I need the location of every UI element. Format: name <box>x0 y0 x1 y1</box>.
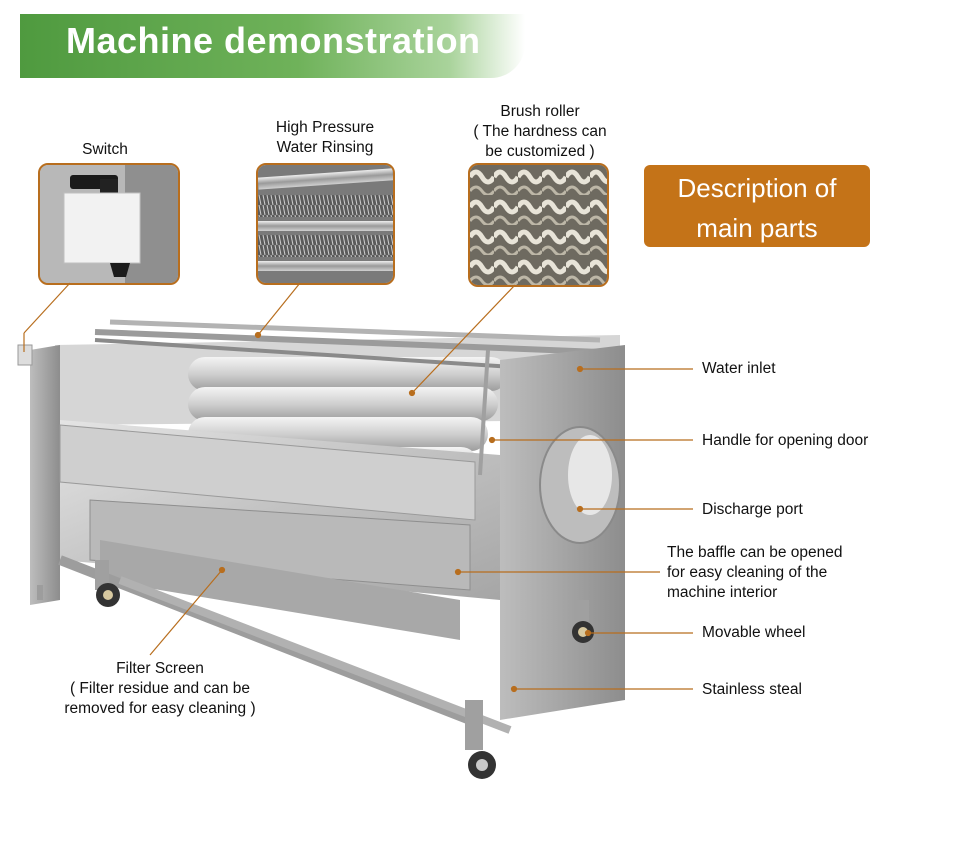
label-handle: Handle for opening door <box>702 432 869 449</box>
description-line-2: main parts <box>696 213 818 243</box>
label-stainless-steel: Stainless steal <box>702 681 802 698</box>
label-movable-wheel: Movable wheel <box>702 624 806 641</box>
label-brush-line-2: ( The hardness can <box>473 123 607 140</box>
label-baffle-line-1: The baffle can be opened <box>667 544 843 561</box>
page-title: Machine demonstration <box>66 20 481 61</box>
label-rinsing: High Pressure Water Rinsing <box>240 118 410 158</box>
description-box: Description of main parts <box>644 165 870 247</box>
label-rinsing-line-2: Water Rinsing <box>276 139 374 156</box>
label-brush-line-3: be customized ) <box>485 143 595 160</box>
label-baffle-line-2: for easy cleaning of the <box>667 564 828 581</box>
label-water-inlet: Water inlet <box>702 360 776 377</box>
label-filter-line-2: ( Filter residue and can be <box>69 680 251 697</box>
label-filter-screen: Filter Screen ( Filter residue and can b… <box>40 659 280 719</box>
label-filter-line-1: Filter Screen <box>116 660 204 677</box>
label-discharge-port: Discharge port <box>702 501 803 518</box>
label-brush-line-1: Brush roller <box>500 103 580 120</box>
brush-roller-closeup-image <box>468 163 609 287</box>
label-filter-line-3: removed for easy cleaning ) <box>64 700 256 717</box>
label-baffle-line-3: machine interior <box>667 584 778 601</box>
label-switch: Switch <box>82 141 128 158</box>
rinsing-closeup-image <box>256 163 395 285</box>
label-baffle: The baffle can be opened for easy cleani… <box>667 543 843 603</box>
title-banner: Machine demonstration <box>20 14 525 78</box>
switch-closeup-image <box>38 163 180 285</box>
label-brush-roller: Brush roller ( The hardness can be custo… <box>450 102 630 162</box>
description-line-1: Description of <box>677 173 837 203</box>
label-rinsing-line-1: High Pressure <box>275 119 375 136</box>
